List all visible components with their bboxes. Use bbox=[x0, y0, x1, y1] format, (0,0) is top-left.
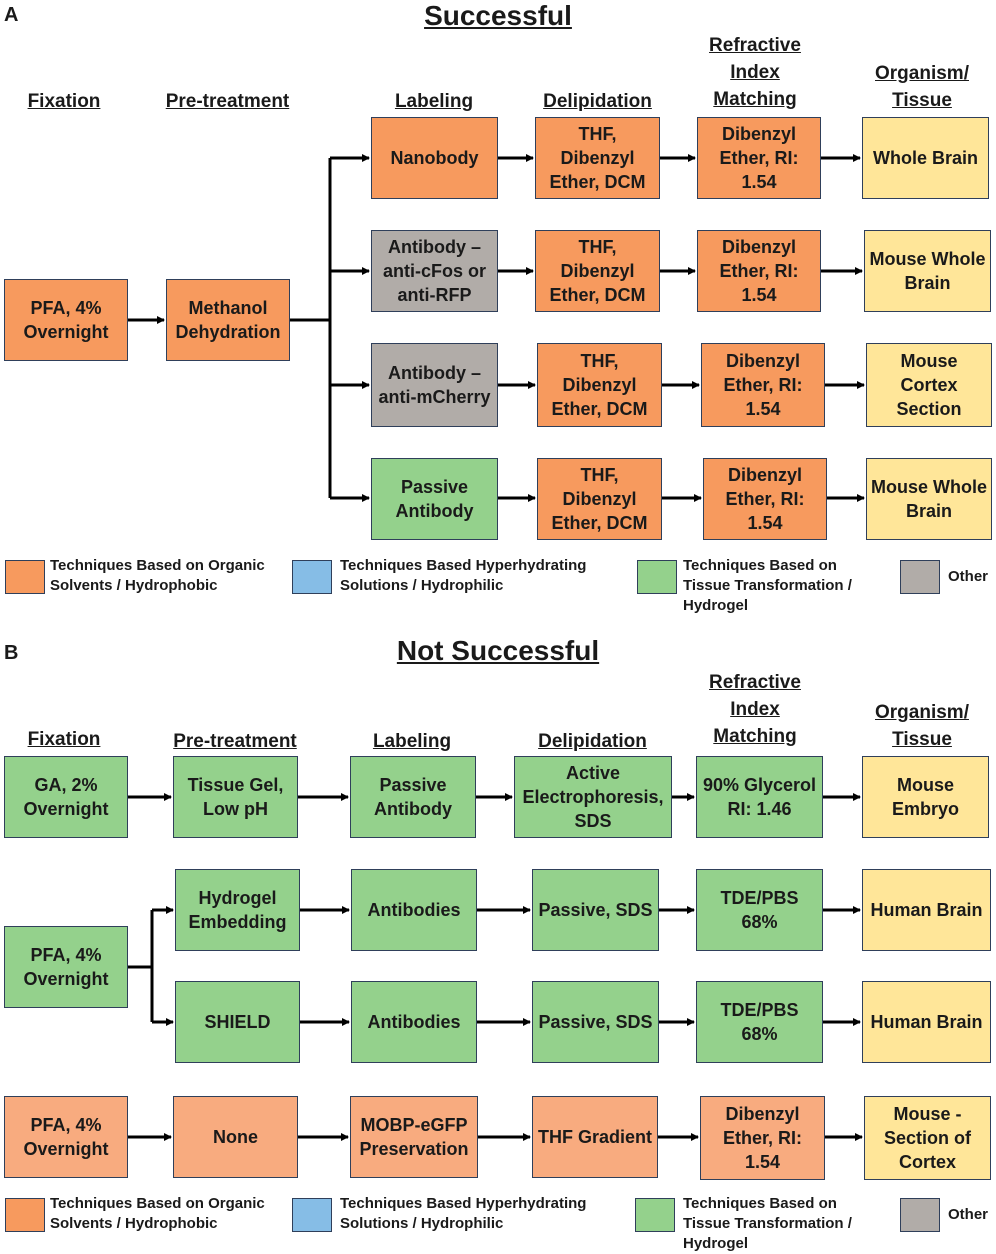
panel-a-pretreatment-box: Methanol Dehydration bbox=[166, 279, 290, 361]
panel-b-title: Not Successful bbox=[396, 635, 600, 666]
panel-a-row1-organism-box: Whole Brain bbox=[862, 117, 989, 199]
panel-a-row2-ri-box: Dibenzyl Ether, RI: 1.54 bbox=[697, 230, 821, 312]
panel-a-row4-organism-box: Mouse Whole Brain bbox=[866, 458, 992, 540]
panel-b-row1-ri-box: 90% Glycerol RI: 1.46 bbox=[696, 756, 823, 838]
panel-a-row1-delipidation-box: THF, Dibenzyl Ether, DCM bbox=[535, 117, 660, 199]
panel-b-row2b-ri-box: TDE/PBS 68% bbox=[696, 981, 823, 1063]
panel-b-row3-pretreatment-box: None bbox=[173, 1096, 298, 1178]
panel-b-row1-labeling-box: Passive Antibody bbox=[350, 756, 476, 838]
panel-a-row4-delipidation-box: THF, Dibenzyl Ether, DCM bbox=[537, 458, 662, 540]
panel-b-row1-delipidation-box: Active Electrophoresis, SDS bbox=[514, 756, 672, 838]
panel-b-row2b-delipidation-box: Passive, SDS bbox=[532, 981, 659, 1063]
panel-b-row2a-ri-box: TDE/PBS 68% bbox=[696, 869, 823, 951]
panel-a-row1-ri-box: Dibenzyl Ether, RI: 1.54 bbox=[697, 117, 821, 199]
panel-a-header-organism: Organism/ Tissue bbox=[875, 63, 969, 111]
panel-b-row2a-delipidation-box: Passive, SDS bbox=[532, 869, 659, 951]
panel-b-header-fixation: Fixation bbox=[27, 729, 101, 750]
legend-a-tissue-swatch bbox=[637, 560, 677, 594]
panel-a-row3-labeling-box: Antibody – anti-mCherry bbox=[371, 343, 498, 427]
panel-a-row3-ri-box: Dibenzyl Ether, RI: 1.54 bbox=[701, 343, 825, 427]
panel-b-letter: B bbox=[4, 642, 19, 664]
panel-b-header-delipidation: Delipidation bbox=[538, 731, 647, 752]
panel-b-row1-pretreatment-box: Tissue Gel, Low pH bbox=[173, 756, 298, 838]
panel-b-row2a-organism-box: Human Brain bbox=[862, 869, 991, 951]
panel-b-row1-organism-box: Mouse Embryo bbox=[862, 756, 989, 838]
legend-a-other-label: Other bbox=[948, 568, 989, 585]
legend-a-organic-label: Techniques Based on Organic Solvents / H… bbox=[50, 557, 265, 594]
panel-b-header-organism: Organism/ Tissue bbox=[875, 702, 969, 750]
legend-a-tissue-label: Techniques Based on Tissue Transformatio… bbox=[683, 557, 852, 614]
panel-b-row2b-labeling-box: Antibodies bbox=[351, 981, 477, 1063]
panel-a-row2-organism-box: Mouse Whole Brain bbox=[864, 230, 991, 312]
panel-a-row3-delipidation-box: THF, Dibenzyl Ether, DCM bbox=[537, 343, 662, 427]
panel-b-row2a-pretreatment-box: Hydrogel Embedding bbox=[175, 869, 300, 951]
legend-b-other-label: Other bbox=[948, 1206, 989, 1223]
panel-b-header-ri-matching: Refractive Index Matching bbox=[709, 672, 801, 747]
panel-b-header-pretreatment: Pre-treatment bbox=[173, 731, 297, 752]
legend-a-hyperhydrating-swatch bbox=[292, 560, 332, 594]
panel-b-row3-ri-box: Dibenzyl Ether, RI: 1.54 bbox=[700, 1096, 825, 1180]
panel-a-header-pretreatment: Pre-treatment bbox=[165, 91, 290, 112]
legend-a-other-swatch bbox=[900, 560, 940, 594]
panel-a-fixation-box: PFA, 4% Overnight bbox=[4, 279, 128, 361]
panel-a-row1-labeling-box: Nanobody bbox=[371, 117, 498, 199]
panel-a-row2-labeling-box: Antibody – anti-cFos or anti-RFP bbox=[371, 230, 498, 312]
legend-a-organic-swatch bbox=[5, 560, 45, 594]
panel-a-letter: A bbox=[4, 4, 19, 26]
legend-b-tissue-label: Techniques Based on Tissue Transformatio… bbox=[683, 1195, 852, 1252]
panel-b-row3-fixation-box: PFA, 4% Overnight bbox=[4, 1096, 128, 1178]
legend-b-tissue-swatch bbox=[635, 1198, 675, 1232]
panel-b-row2b-organism-box: Human Brain bbox=[862, 981, 991, 1063]
legend-b-other-swatch bbox=[900, 1198, 940, 1232]
panel-a-row4-ri-box: Dibenzyl Ether, RI: 1.54 bbox=[703, 458, 827, 540]
panel-a-row2-delipidation-box: THF, Dibenzyl Ether, DCM bbox=[535, 230, 660, 312]
panel-b-row2b-pretreatment-box: SHIELD bbox=[175, 981, 300, 1063]
panel-b-row3-delipidation-box: THF Gradient bbox=[532, 1096, 658, 1178]
panel-a-row3-organism-box: Mouse Cortex Section bbox=[866, 343, 992, 427]
panel-b-header-labeling: Labeling bbox=[372, 731, 452, 752]
panel-a-header-fixation: Fixation bbox=[27, 91, 101, 112]
panel-b-row2-fixation-box: PFA, 4% Overnight bbox=[4, 926, 128, 1008]
panel-b-row1-fixation-box: GA, 2% Overnight bbox=[4, 756, 128, 838]
legend-b-organic-swatch bbox=[5, 1198, 45, 1232]
legend-b-hyperhydrating-swatch bbox=[292, 1198, 332, 1232]
panel-a-row4-labeling-box: Passive Antibody bbox=[371, 458, 498, 540]
panel-b-row2a-labeling-box: Antibodies bbox=[351, 869, 477, 951]
legend-a-hyperhydrating-label: Techniques Based Hyperhydrating Solution… bbox=[340, 557, 587, 594]
panel-a-title: Successful bbox=[424, 0, 572, 31]
panel-a-header-labeling: Labeling bbox=[394, 91, 474, 112]
panel-a-header-ri-matching: Refractive Index Matching bbox=[709, 35, 801, 110]
panel-b-row3-organism-box: Mouse - Section of Cortex bbox=[864, 1096, 991, 1180]
panel-a-header-delipidation: Delipidation bbox=[543, 91, 652, 112]
panel-b-row3-labeling-box: MOBP-eGFP Preservation bbox=[350, 1096, 478, 1178]
legend-b-hyperhydrating-label: Techniques Based Hyperhydrating Solution… bbox=[340, 1195, 587, 1232]
legend-b-organic-label: Techniques Based on Organic Solvents / H… bbox=[50, 1195, 265, 1232]
